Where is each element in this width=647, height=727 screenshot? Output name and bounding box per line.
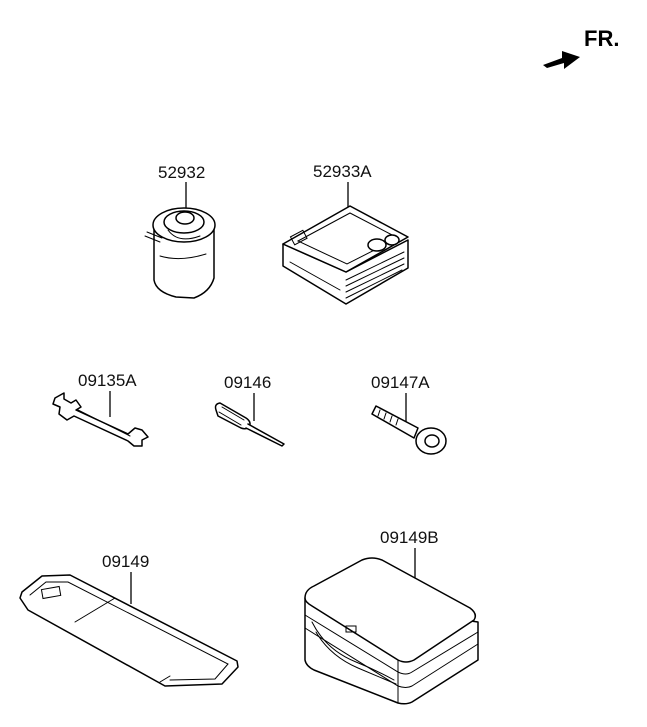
part-09149B: 09149B [304,528,479,705]
part-label-09149: 09149 [102,552,149,571]
part-label-09135A: 09135A [78,371,137,390]
part-label-09146: 09146 [224,373,271,392]
tool-pouch-icon [19,574,239,687]
part-label-09147A: 09147A [371,373,430,392]
part-label-52932: 52932 [158,163,205,182]
tire-sealant-bottle-icon [144,207,216,299]
part-label-09149B: 09149B [380,528,439,547]
part-52933A: 52933A [282,162,409,305]
towing-hook-icon [371,405,447,455]
front-direction-label: FR. [584,26,619,51]
part-09135A: 09135A [52,371,149,447]
wrench-icon [52,392,149,447]
part-52932: 52932 [144,163,216,299]
screwdriver-icon [214,402,285,447]
part-09146: 09146 [214,373,285,447]
arrow-forward-icon [543,51,580,69]
part-09147A: 09147A [371,373,447,455]
air-compressor-icon [282,205,409,305]
front-direction-indicator: FR. [543,26,619,69]
tool-case-icon [304,557,479,705]
part-09149: 09149 [19,552,239,687]
part-label-52933A: 52933A [313,162,372,181]
